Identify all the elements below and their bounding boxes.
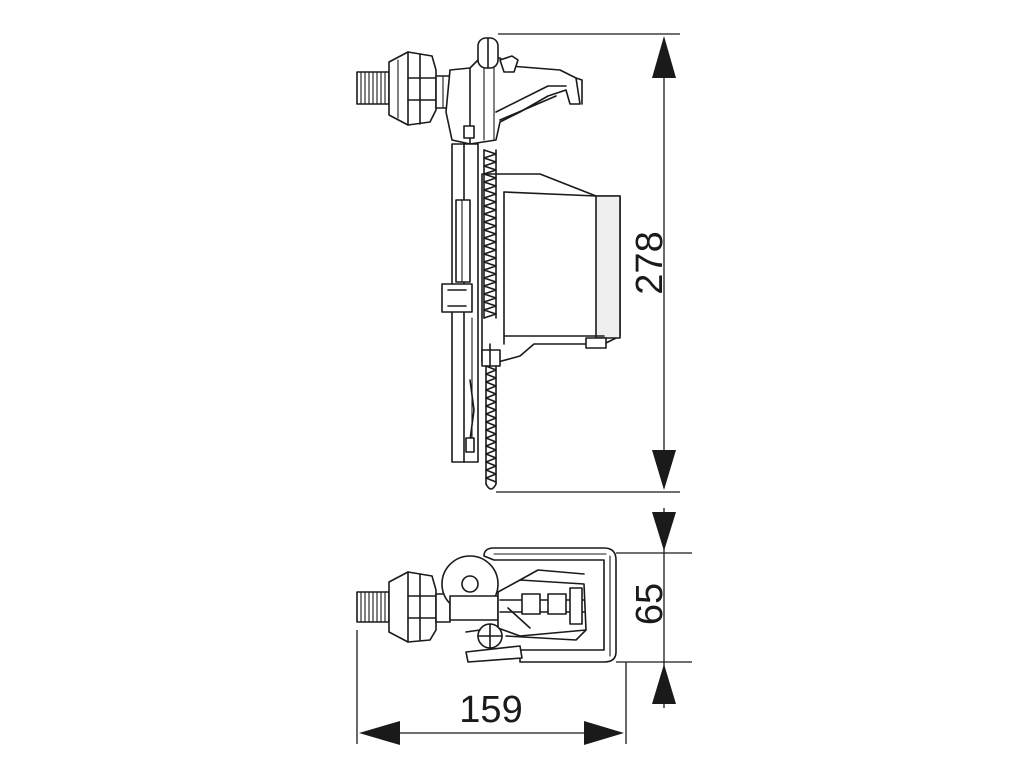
plan-valve-body <box>441 555 587 663</box>
front-fixing-nut <box>388 51 451 126</box>
height-dimension-label: 278 <box>629 231 671 294</box>
dimension-height: 278 <box>496 33 680 493</box>
plan-fixing-nut <box>388 571 451 643</box>
width-dimension-label: 159 <box>459 689 522 731</box>
dimension-depth: 65 <box>616 508 692 708</box>
front-view <box>356 37 621 490</box>
front-float-box <box>481 173 621 367</box>
depth-dimension-label: 65 <box>629 583 671 625</box>
plan-float-box <box>483 547 617 663</box>
plan-view <box>356 547 617 663</box>
front-threaded-rod <box>483 149 497 490</box>
front-valve-head <box>445 37 583 145</box>
front-shaft <box>441 143 479 463</box>
dimension-width: 159 <box>356 630 627 745</box>
front-threaded-inlet <box>356 71 390 105</box>
plan-threaded-inlet <box>356 591 390 623</box>
